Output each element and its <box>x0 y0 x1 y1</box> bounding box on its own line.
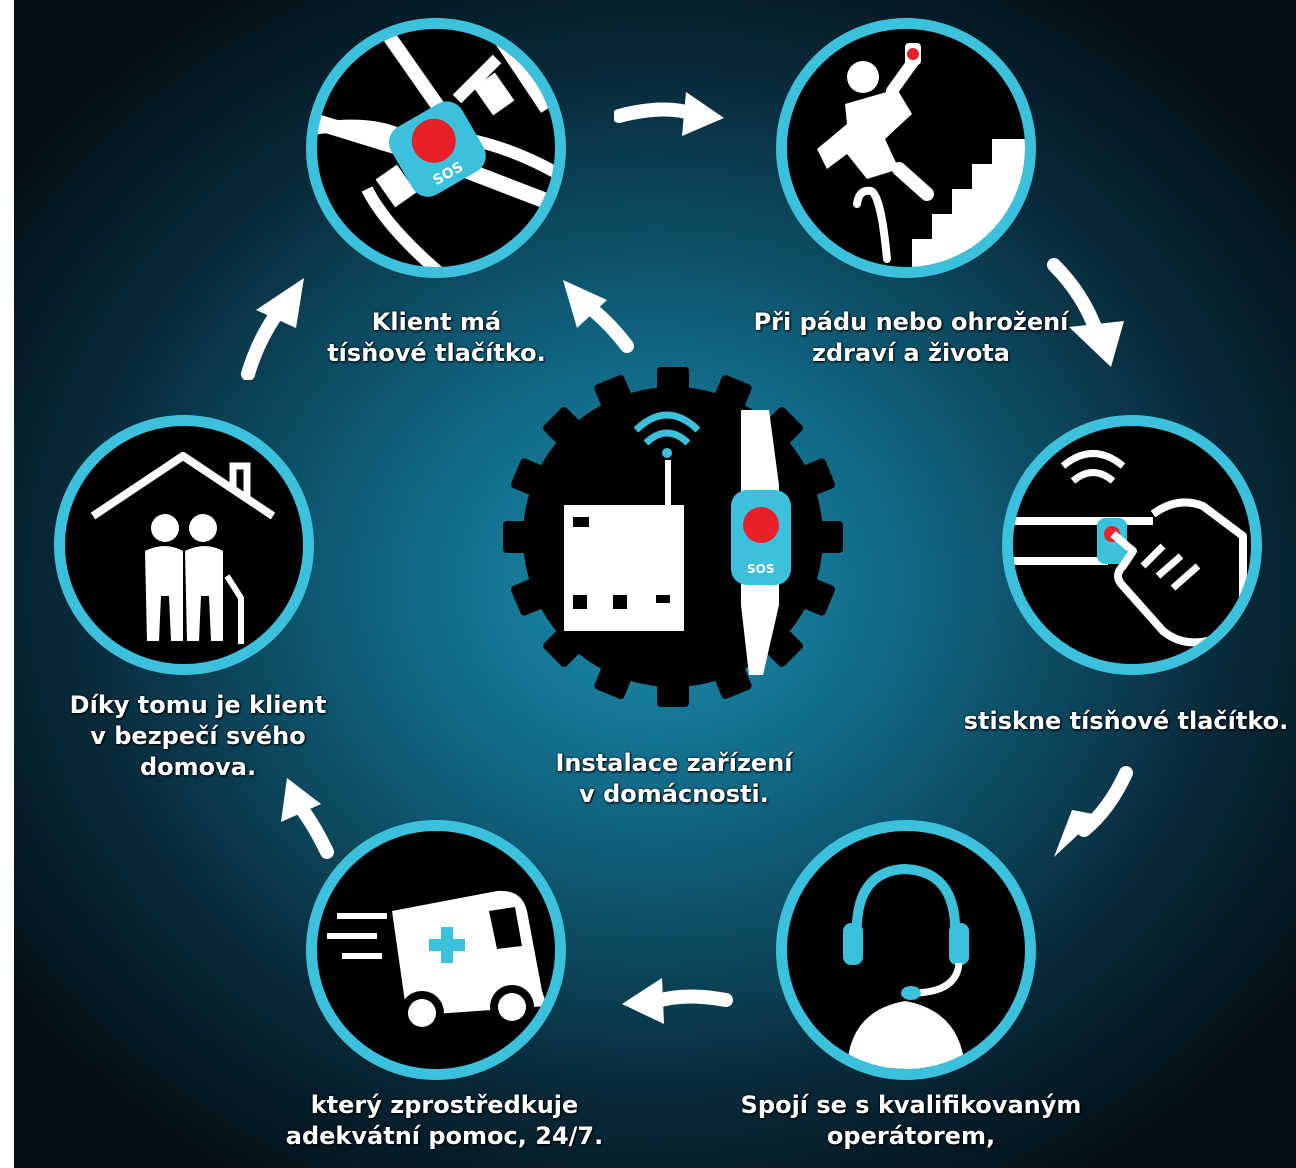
sos-wristband-icon: SOS <box>731 410 791 675</box>
step-fall-circle <box>776 18 1036 278</box>
step-label: Díky tomu je klient v bezpečí svého domo… <box>69 691 327 781</box>
arrow-icon <box>563 280 634 353</box>
gear-tooth <box>788 458 835 501</box>
gear-tooth <box>503 521 543 553</box>
router-icon <box>564 460 684 631</box>
gear-tooth <box>543 619 591 667</box>
step-press-circle <box>1002 415 1262 675</box>
step-label: Spojí se s kvalifikovaným operátorem, <box>740 1091 1082 1150</box>
arrow-icon <box>622 978 733 1024</box>
gear-tooth <box>543 407 591 455</box>
ambulance-icon <box>327 890 547 1035</box>
operator-headset-icon <box>843 863 969 1069</box>
gear-tooth <box>657 367 689 407</box>
step-label: Při pádu nebo ohrožení zdraví a života <box>753 308 1069 367</box>
installation-hub: SOS <box>503 367 843 707</box>
center-label: Instalace zařízení v domácnosti. <box>555 749 793 808</box>
step-label: který zprostředkuje adekvátní pomoc, 24/… <box>285 1091 604 1150</box>
gear-tooth <box>788 573 835 616</box>
home-couple-icon <box>90 452 276 644</box>
gear-tooth <box>803 521 843 553</box>
step-label: stiskne tísňové tlačítko. <box>963 707 1289 735</box>
sos-wristband-icon: SOS <box>317 29 555 267</box>
gear-tooth <box>709 652 752 699</box>
sos-text: SOS <box>747 562 775 576</box>
step-operator-circle <box>776 820 1036 1080</box>
arrow-icon <box>241 278 304 380</box>
step-ambulance-circle <box>306 820 566 1080</box>
gear-tooth <box>657 667 689 707</box>
gear-tooth <box>594 652 637 699</box>
step-wristband-circle: SOS <box>306 18 566 278</box>
arrow-icon <box>281 778 334 859</box>
arrow-icon <box>614 92 724 136</box>
step-home-circle <box>54 415 314 675</box>
step-label: Klient má tísňové tlačítko. <box>327 308 546 367</box>
wifi-icon <box>633 411 701 458</box>
gear-tooth <box>511 458 558 501</box>
arrow-icon <box>1047 258 1124 367</box>
falling-person-icon <box>817 43 1025 267</box>
sos-service-cycle-diagram: SOS Klient má tísňové tlačítko. Při pádu… <box>14 0 1296 1168</box>
gear-tooth <box>594 375 637 422</box>
gear-tooth <box>511 573 558 616</box>
arrow-icon <box>1054 766 1133 857</box>
pressing-button-icon <box>1013 450 1247 647</box>
